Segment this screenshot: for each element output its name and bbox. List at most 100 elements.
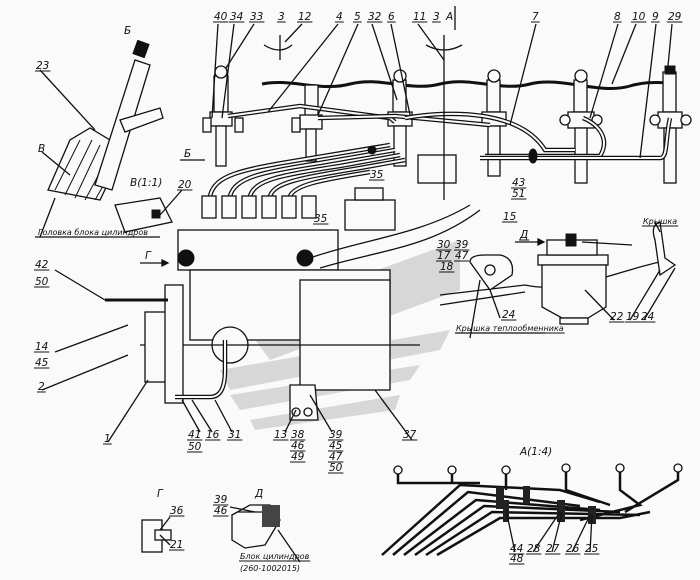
callout-label: 33: [250, 11, 263, 23]
callout-label: Крышка: [643, 217, 677, 226]
callout-label: 13: [274, 429, 287, 441]
support-bracket: [289, 384, 319, 421]
callout-label: Крышка теплообменника: [456, 324, 564, 333]
callout-label: Головка блока цилиндров: [38, 228, 148, 237]
callout-label: 42: [35, 259, 49, 271]
callout-label: 46: [214, 505, 228, 517]
detail-d: [231, 504, 281, 549]
callout-label: 43: [512, 177, 525, 189]
callout-label: 10: [632, 11, 646, 23]
callout-label: 40: [214, 11, 228, 23]
callout-label: Б: [124, 25, 131, 37]
callout-label: 23: [36, 60, 49, 72]
callout-label: 3: [278, 11, 285, 23]
mount-cap: [263, 44, 293, 51]
callout-label: 17: [437, 250, 451, 262]
callout-label: 50: [188, 441, 202, 453]
callout-label: 15: [503, 211, 517, 223]
callout-label: Г: [157, 488, 164, 500]
callout-label: 47: [329, 451, 343, 463]
callout-label: 27: [546, 543, 560, 555]
callout-label: 22: [610, 311, 624, 323]
injector-2: [291, 84, 323, 162]
callout-label: 26: [566, 543, 580, 555]
callout-label: 44: [510, 543, 523, 555]
callout-label: 30: [437, 239, 451, 251]
high-pressure-pipes: [207, 103, 673, 198]
callout-label: 39: [329, 429, 343, 441]
callout-label: 11: [413, 11, 426, 23]
callout-label: 50: [35, 276, 49, 288]
cover-fitting: [652, 221, 677, 277]
callout-label: 49: [291, 451, 305, 463]
callout-label: 32: [368, 11, 382, 23]
callout-label: 36: [170, 505, 184, 517]
callout-label: 51: [512, 188, 525, 200]
callout-label: 39: [214, 494, 228, 506]
callout-label: 39: [455, 239, 469, 251]
callout-label: 9: [652, 11, 659, 23]
callout-label: Г: [145, 250, 152, 262]
callout-label: 45: [329, 440, 343, 452]
mount-cap: [425, 44, 463, 51]
heat-exchanger-bracket: [469, 254, 514, 291]
callout-label: 1: [104, 433, 111, 445]
callout-label: 37: [403, 429, 417, 441]
callout-label: 38: [291, 429, 305, 441]
return-line: [309, 204, 471, 259]
callout-label: 25: [585, 543, 599, 555]
callout-label: Б: [184, 148, 191, 160]
callout-label: 8: [614, 11, 621, 23]
callout-label: 28: [527, 543, 541, 555]
detail-g: [141, 519, 172, 553]
fuel-filter: [537, 233, 633, 325]
callout-label: Д: [254, 488, 263, 500]
callout-label: 35: [370, 169, 384, 181]
injector-1: [202, 65, 244, 167]
callout-label: 2: [38, 381, 45, 393]
callout-label: 5: [354, 11, 361, 23]
callout-label: Д: [519, 229, 528, 241]
callout-label: 24: [641, 311, 654, 323]
pump-delivery-valves: [201, 195, 317, 219]
callout-label: 46: [291, 440, 305, 452]
callout-label: 20: [178, 179, 192, 191]
injector-4: [481, 69, 507, 177]
callout-label: 21: [170, 539, 183, 551]
callout-label: 6: [388, 11, 395, 23]
pipe-clamp: [528, 148, 538, 164]
callout-label: 34: [230, 11, 243, 23]
bracket-plate: [417, 154, 457, 184]
callout-label: 50: [329, 462, 343, 474]
callout-label: 31: [228, 429, 241, 441]
callout-label: 45: [35, 357, 49, 369]
callout-label: 14: [35, 341, 48, 353]
callout-label: 16: [206, 429, 220, 441]
section-arrows: [140, 6, 546, 268]
fuel-return-line: [261, 80, 676, 90]
callout-label: 4: [336, 11, 343, 23]
drive-flange: [144, 311, 168, 383]
callout-label: 18: [440, 261, 454, 273]
injection-pump: [140, 187, 420, 391]
callout-label: 3: [433, 11, 440, 23]
callout-label: 12: [298, 11, 312, 23]
callout-label: 29: [668, 11, 682, 23]
callout-label: А(1:4): [519, 446, 552, 458]
callout-label: 47: [455, 250, 469, 262]
detail-injector-in-head: [47, 39, 164, 201]
callout-label: В: [38, 143, 45, 155]
callout-label: 48: [510, 553, 524, 565]
callout-label: 24: [502, 309, 515, 321]
callout-label: 41: [188, 429, 201, 441]
callout-label: А: [445, 11, 453, 23]
callout-label: Блок цилиндров: [240, 552, 310, 561]
view-a-pipe-fittings: [393, 463, 683, 475]
callout-label: 7: [532, 11, 539, 23]
callout-label: 35: [314, 213, 328, 225]
pipe-clamp: [367, 145, 377, 155]
callout-label: (260-1002015): [240, 564, 300, 573]
callout-label: 19: [626, 311, 640, 323]
